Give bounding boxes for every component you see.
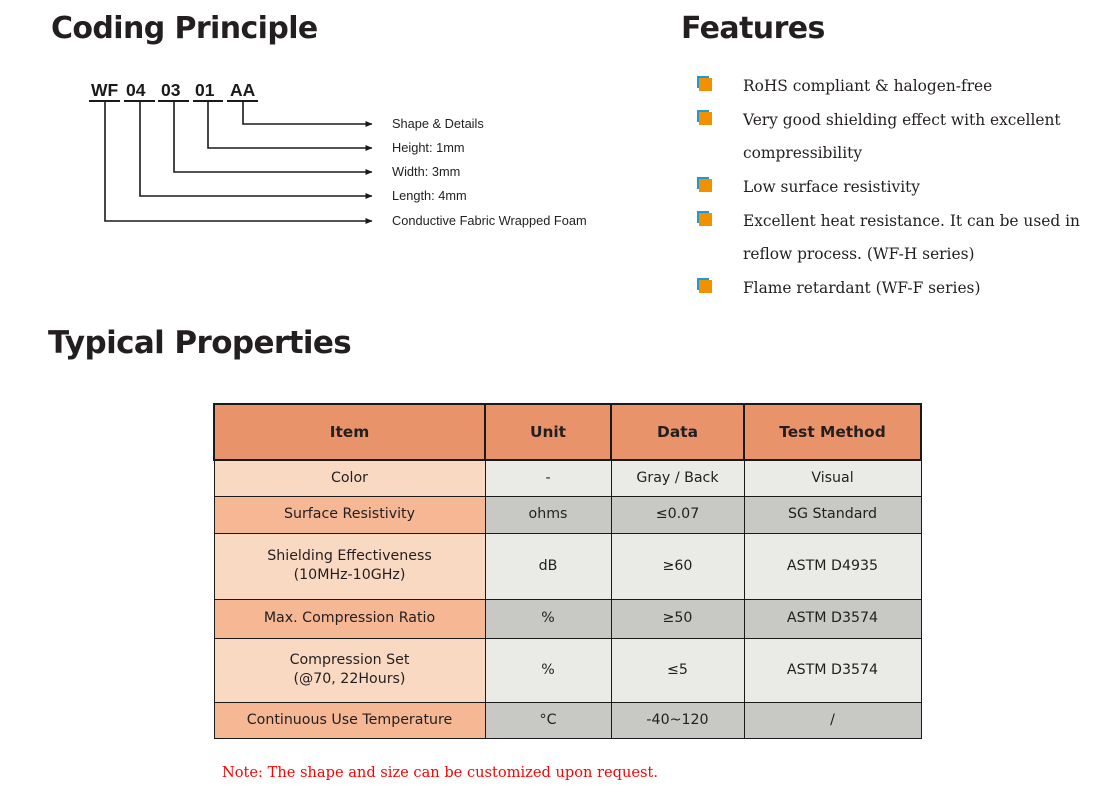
page-title-coding-principle: Coding Principle <box>51 11 318 46</box>
cell-item: Color <box>213 459 486 497</box>
cell-unit: - <box>484 459 612 497</box>
table-row: Surface Resistivity ohms ≤0.07 SG Standa… <box>213 495 922 534</box>
leader-lines <box>104 101 373 224</box>
leader-label-material: Conductive Fabric Wrapped Foam <box>392 213 587 228</box>
cell-data: Gray / Back <box>610 459 745 497</box>
cell-data: ≤5 <box>610 637 745 703</box>
code-segment-shape: AA <box>230 80 256 100</box>
table-row: Compression Set (@70, 22Hours) % ≤5 ASTM… <box>213 637 922 703</box>
cell-method: / <box>743 701 922 739</box>
cell-item: Max. Compression Ratio <box>213 598 486 639</box>
cell-item: Continuous Use Temperature <box>213 701 486 739</box>
column-header-method: Test Method <box>743 403 922 461</box>
code-segment-height: 01 <box>195 80 215 100</box>
coding-principle-diagram: WF 04 03 01 AA Shape & Details He <box>0 0 680 250</box>
list-item: Very good shielding effect with excellen… <box>697 104 1107 170</box>
feature-item-label: Very good shielding effect with excellen… <box>743 111 1061 162</box>
cell-data: ≥50 <box>610 598 745 639</box>
feature-item-label: Flame retardant (WF-F series) <box>743 279 981 297</box>
cell-data: -40~120 <box>610 701 745 739</box>
feature-item-label: Low surface resistivity <box>743 178 920 196</box>
cell-unit: ohms <box>484 495 612 534</box>
cell-item: Surface Resistivity <box>213 495 486 534</box>
feature-item-label: RoHS compliant & halogen-free <box>743 77 993 95</box>
code-segment-wf: WF <box>91 80 119 100</box>
list-item: Excellent heat resistance. It can be use… <box>697 205 1107 271</box>
features-list: RoHS compliant & halogen-free Very good … <box>697 70 1107 306</box>
cell-unit: % <box>484 637 612 703</box>
note-text: Note: The shape and size can be customiz… <box>222 764 659 781</box>
page-title-features: Features <box>681 11 825 46</box>
cell-method: ASTM D3574 <box>743 598 922 639</box>
orange-square-bullet-icon <box>697 211 719 237</box>
cell-unit: dB <box>484 532 612 600</box>
cell-unit: °C <box>484 701 612 739</box>
cell-method: ASTM D3574 <box>743 637 922 703</box>
list-item: Low surface resistivity <box>697 171 1107 204</box>
table-row: Color - Gray / Back Visual <box>213 459 922 497</box>
list-item: Flame retardant (WF-F series) <box>697 272 1107 305</box>
table-row: Shielding Effectiveness (10MHz-10GHz) dB… <box>213 532 922 600</box>
cell-item: Compression Set (@70, 22Hours) <box>213 637 486 703</box>
table-row: Max. Compression Ratio % ≥50 ASTM D3574 <box>213 598 922 639</box>
orange-square-bullet-icon <box>697 177 719 203</box>
table-row: Continuous Use Temperature °C -40~120 / <box>213 701 922 739</box>
page-title-typical-properties: Typical Properties <box>48 325 352 361</box>
typical-properties-table: Item Unit Data Test Method Color - Gray … <box>213 403 922 739</box>
cell-data: ≥60 <box>610 532 745 600</box>
code-segment-length: 04 <box>126 80 146 100</box>
code-segment-width: 03 <box>161 80 181 100</box>
list-item: RoHS compliant & halogen-free <box>697 70 1107 103</box>
leader-label-width: Width: 3mm <box>392 164 460 179</box>
orange-square-bullet-icon <box>697 110 719 136</box>
column-header-unit: Unit <box>484 403 612 461</box>
cell-unit: % <box>484 598 612 639</box>
feature-item-label: Excellent heat resistance. It can be use… <box>743 212 1080 263</box>
column-header-data: Data <box>610 403 745 461</box>
cell-method: SG Standard <box>743 495 922 534</box>
orange-square-bullet-icon <box>697 278 719 304</box>
orange-square-bullet-icon <box>697 76 719 102</box>
leader-label-shape: Shape & Details <box>392 116 484 131</box>
cell-method: ASTM D4935 <box>743 532 922 600</box>
cell-method: Visual <box>743 459 922 497</box>
leader-label-height: Height: 1mm <box>392 140 465 155</box>
leader-label-length: Length: 4mm <box>392 188 467 203</box>
cell-data: ≤0.07 <box>610 495 745 534</box>
table-header-row: Item Unit Data Test Method <box>213 403 922 461</box>
cell-item: Shielding Effectiveness (10MHz-10GHz) <box>213 532 486 600</box>
column-header-item: Item <box>213 403 486 461</box>
